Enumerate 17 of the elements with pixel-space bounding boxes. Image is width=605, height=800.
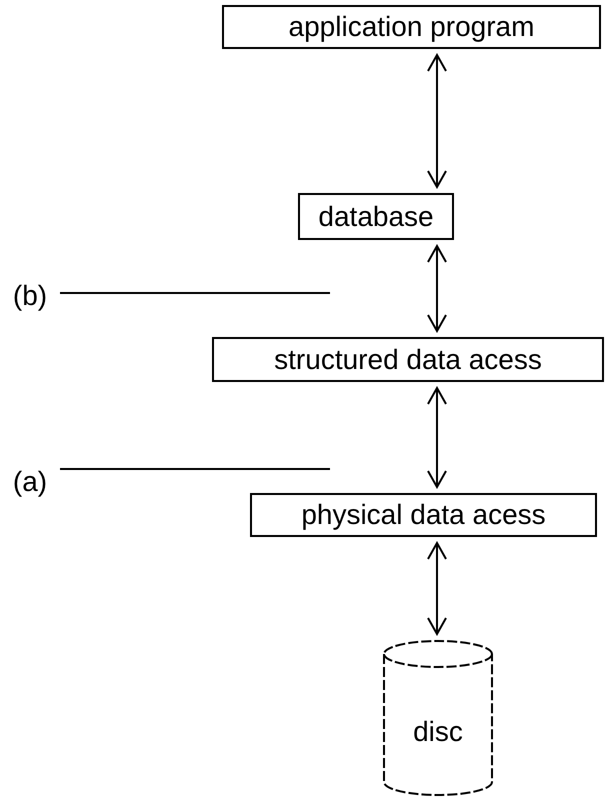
process-box — [298, 193, 454, 240]
double-arrow — [427, 542, 447, 635]
node-label: database — [318, 202, 434, 230]
node-label: (a) — [12, 468, 48, 496]
process-box — [222, 5, 601, 49]
node-label: (b) — [12, 282, 48, 310]
node-label: physical data acess — [301, 501, 546, 529]
leader-line — [60, 468, 330, 470]
double-arrow — [427, 387, 447, 488]
process-box — [250, 493, 597, 537]
node-label: application program — [288, 13, 534, 41]
double-arrow — [427, 245, 447, 332]
double-arrow — [427, 54, 447, 188]
process-box — [212, 337, 604, 382]
node-label: disc — [413, 718, 463, 746]
node-label: structured data acess — [274, 346, 542, 374]
leader-line — [60, 292, 330, 294]
